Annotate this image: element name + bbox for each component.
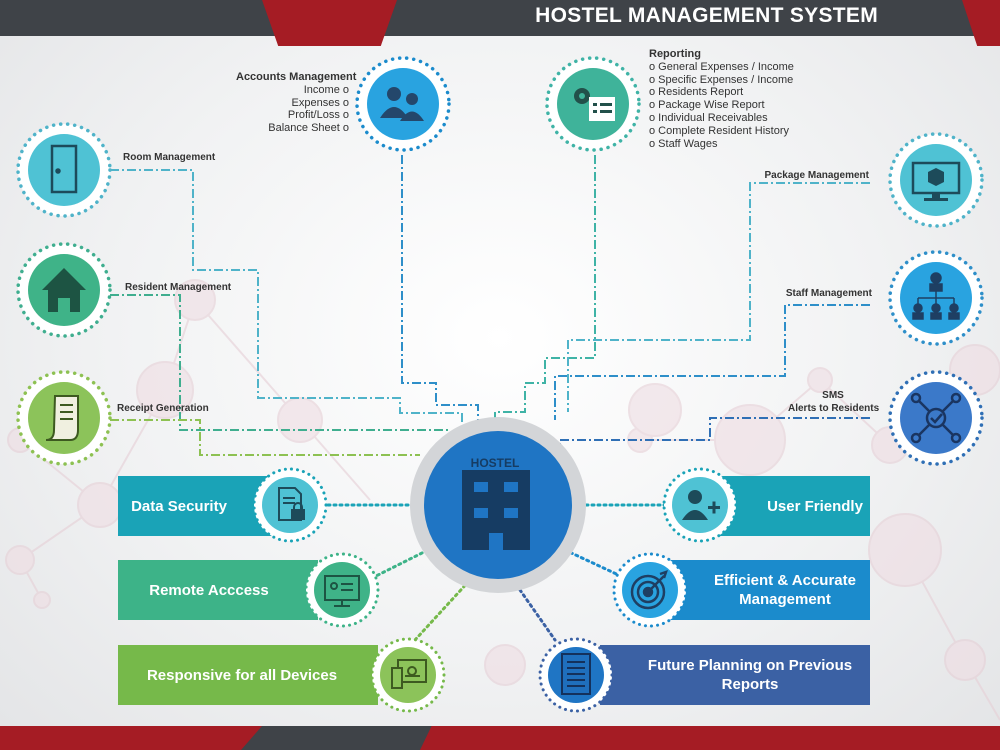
future-planning-icon [561, 653, 591, 695]
banner-efficient [660, 560, 870, 620]
reporting-item: o General Expenses / Income [649, 60, 794, 73]
feature-remote-access [304, 552, 380, 628]
responsive-text: Responsive for all Devices [118, 645, 366, 705]
resident-house-icon [42, 268, 86, 312]
node-accounts [355, 56, 451, 152]
feature-future [538, 637, 614, 713]
remote-access-text: Remote Acccess [118, 560, 300, 620]
package-monitor-icon [911, 161, 961, 201]
connector-resident [110, 294, 450, 431]
alerts-label: Alerts to Residents [788, 403, 880, 414]
reporting-item: o Specific Expenses / Income [649, 73, 794, 86]
reporting-item: o Residents Report [649, 86, 744, 99]
receipt-icon [45, 395, 79, 441]
spoke-efficient [563, 548, 627, 580]
hub-label: HOSTEL [470, 456, 520, 470]
footer-red-right [420, 726, 1000, 750]
red-tab-left [262, 0, 397, 46]
resident-management-label: Resident Management [125, 282, 232, 293]
accounts-list: Accounts Management Income o Expenses o … [236, 71, 357, 135]
reporting-list: Reporting o General Expenses / Income o … [649, 48, 794, 150]
spoke-future [518, 588, 557, 642]
connector-accounts [401, 155, 479, 422]
banner-remote-access [118, 560, 318, 620]
receipt-generation-label: Receipt Generation [117, 403, 209, 414]
future-text: Future Planning on Previous Reports [620, 645, 880, 705]
data-security-label: Data Security [131, 497, 227, 515]
responsive-devices-icon [391, 659, 427, 689]
user-friendly-icon [682, 490, 720, 520]
data-security-icon [278, 487, 305, 521]
accounts-item: Balance Sheet o [268, 122, 349, 135]
accounts-icon [380, 87, 424, 121]
node-staff [888, 250, 984, 346]
banner-user-friendly [700, 476, 870, 536]
reporting-item: o Complete Resident History [649, 124, 790, 137]
banner-future [600, 645, 870, 705]
future-label-line2: Reports [721, 676, 779, 693]
feature-efficient [612, 552, 688, 628]
connector-reporting [494, 155, 596, 422]
hostel-hub [410, 417, 586, 593]
spoke-responsive [413, 578, 472, 642]
efficient-label-line1: Efficient & Accurate [714, 572, 856, 589]
accounts-item: Expenses o [291, 96, 349, 109]
staff-hierarchy-icon [912, 272, 960, 320]
package-management-label: Package Management [764, 170, 870, 181]
data-security-text: Data Security [118, 476, 240, 536]
accounts-item: Income o [303, 83, 349, 96]
feature-user-friendly [662, 467, 738, 543]
connector-room [110, 169, 463, 425]
node-sms [888, 370, 984, 466]
node-room [16, 122, 112, 218]
efficient-label-line2: Management [739, 591, 831, 608]
accounts-heading: Accounts Management [236, 71, 357, 83]
target-icon [630, 570, 668, 610]
reporting-icon [574, 88, 615, 121]
user-friendly-label: User Friendly [767, 497, 863, 515]
node-resident [16, 242, 112, 338]
connector-receipt [110, 419, 420, 456]
spoke-remote-access [370, 546, 434, 580]
room-management-label: Room Management [123, 152, 216, 163]
node-receipt [16, 370, 112, 466]
efficient-text: Efficient & Accurate Management [690, 560, 880, 620]
banner-responsive [118, 645, 378, 705]
feature-data-security [252, 467, 328, 543]
page-title: HOSTEL MANAGEMENT SYSTEM [535, 4, 878, 27]
future-label-line1: Future Planning on Previous [647, 657, 853, 674]
node-reporting [545, 56, 641, 152]
user-friendly-text: User Friendly [740, 476, 890, 536]
footer-bar [0, 726, 1000, 750]
reporting-heading: Reporting [649, 48, 701, 60]
node-package [888, 132, 984, 228]
hostel-building-icon [462, 470, 530, 550]
room-door-icon [50, 144, 78, 194]
connector-staff [554, 304, 870, 420]
header-bar: HOSTEL MANAGEMENT SYSTEM [0, 0, 1000, 46]
banner-data-security [118, 476, 278, 536]
connector-package [567, 182, 870, 412]
remote-access-label: Remote Acccess [149, 581, 269, 599]
remote-access-icon [324, 575, 360, 607]
sms-label: SMS [822, 390, 844, 401]
reporting-item: o Staff Wages [649, 137, 718, 150]
accounts-item: Profit/Loss o [287, 109, 349, 122]
reporting-item: o Individual Receivables [649, 111, 768, 124]
staff-management-label: Staff Management [785, 288, 872, 299]
reporting-item: o Package Wise Report [649, 99, 765, 112]
sms-network-icon [910, 392, 962, 444]
responsive-label: Responsive for all Devices [146, 666, 338, 684]
footer-red-left [0, 726, 262, 750]
feature-responsive [370, 637, 446, 713]
